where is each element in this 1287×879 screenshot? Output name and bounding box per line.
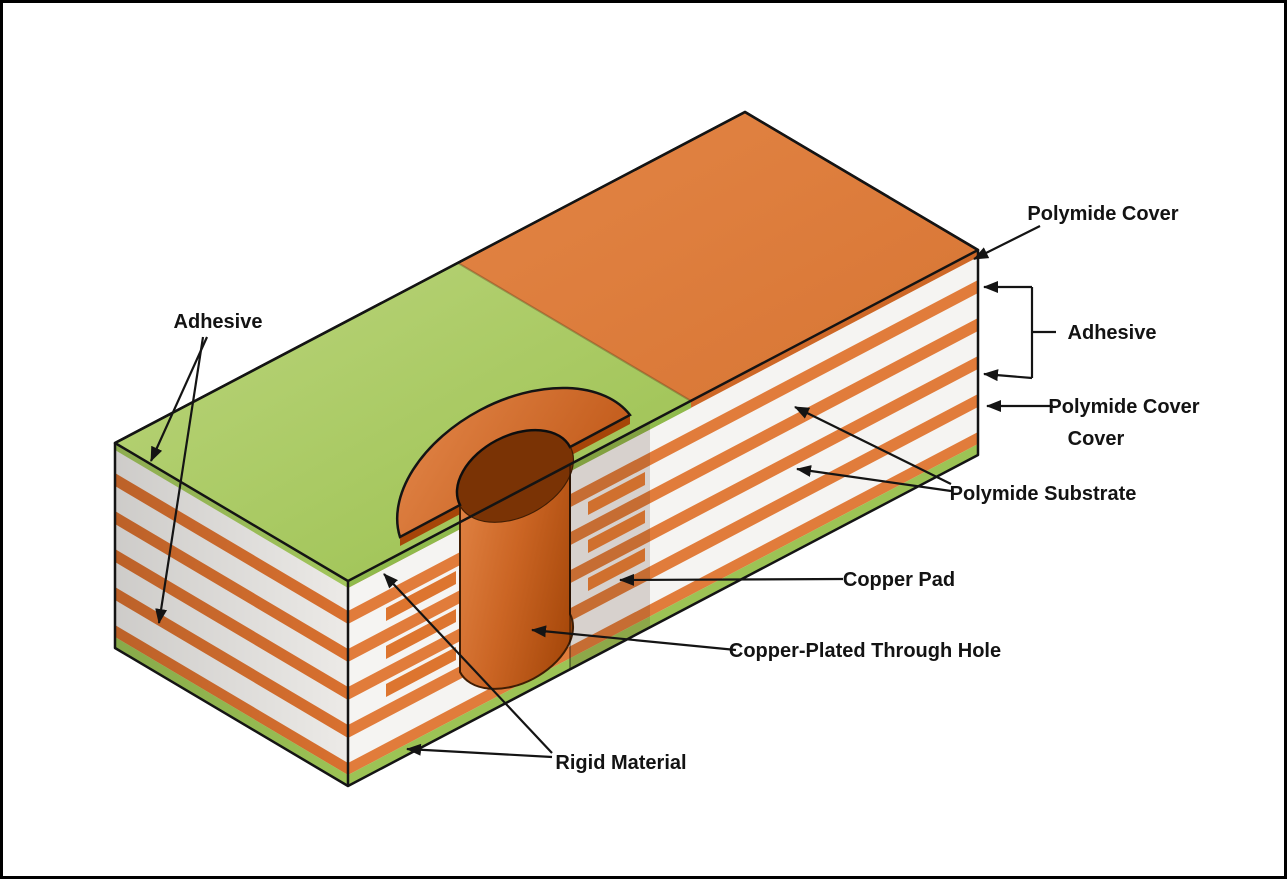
through-hole-annulus [395, 386, 632, 539]
arrow-adhesive-left-2 [155, 336, 205, 624]
arrow-rigid-material-2 [406, 743, 553, 759]
callout-arrows [149, 225, 1056, 759]
cut-face-right [569, 423, 650, 670]
copper-pad-bar [588, 548, 645, 591]
label-polymide-cover-top: Polymide Cover [1027, 203, 1178, 225]
arrow-copper-pad [619, 573, 844, 586]
arrow-through-hole [531, 625, 737, 652]
cut-face-left-pads [386, 571, 456, 697]
top-face [115, 112, 978, 581]
arrow-polymide-substrate-1 [794, 406, 952, 485]
callout-labels: Adhesive Polymide Cover Adhesive Polymid… [174, 203, 1200, 774]
label-polymide-substrate: Polymide Substrate [950, 483, 1137, 505]
arrow-adhesive-right-2 [983, 369, 1033, 382]
label-adhesive-right: Adhesive [1068, 322, 1157, 344]
label-polymide-cover-right: Polymide Cover [1048, 396, 1199, 418]
copper-pad-bar [386, 571, 456, 621]
copper-pad-bar [588, 472, 645, 515]
arrow-polymide-cover-top [973, 225, 1041, 260]
hole-mouth [457, 430, 573, 522]
top-cover-green-face [115, 263, 691, 581]
copper-pad-bar [588, 510, 645, 553]
copper-pad-bar [386, 609, 456, 659]
arrow-adhesive-left-1 [149, 336, 209, 462]
annulus-inner-rim [455, 429, 571, 506]
adhesive-stripe [348, 432, 978, 775]
label-copper-pad: Copper Pad [843, 569, 955, 591]
copper-pad-bar [386, 647, 456, 697]
cover-copper-seam [457, 262, 692, 402]
label-rigid-material: Rigid Material [555, 752, 686, 774]
arrow-polymide-substrate-2 [796, 465, 952, 493]
adhesive-right-bracket [1030, 287, 1056, 378]
label-adhesive-left: Adhesive [174, 311, 263, 333]
arrow-rigid-material-1 [383, 573, 553, 754]
label-cover-right: Cover [1068, 428, 1125, 450]
front-face-green-bottom [348, 444, 978, 786]
label-through-hole: Copper-Plated Through Hole [729, 640, 1001, 662]
